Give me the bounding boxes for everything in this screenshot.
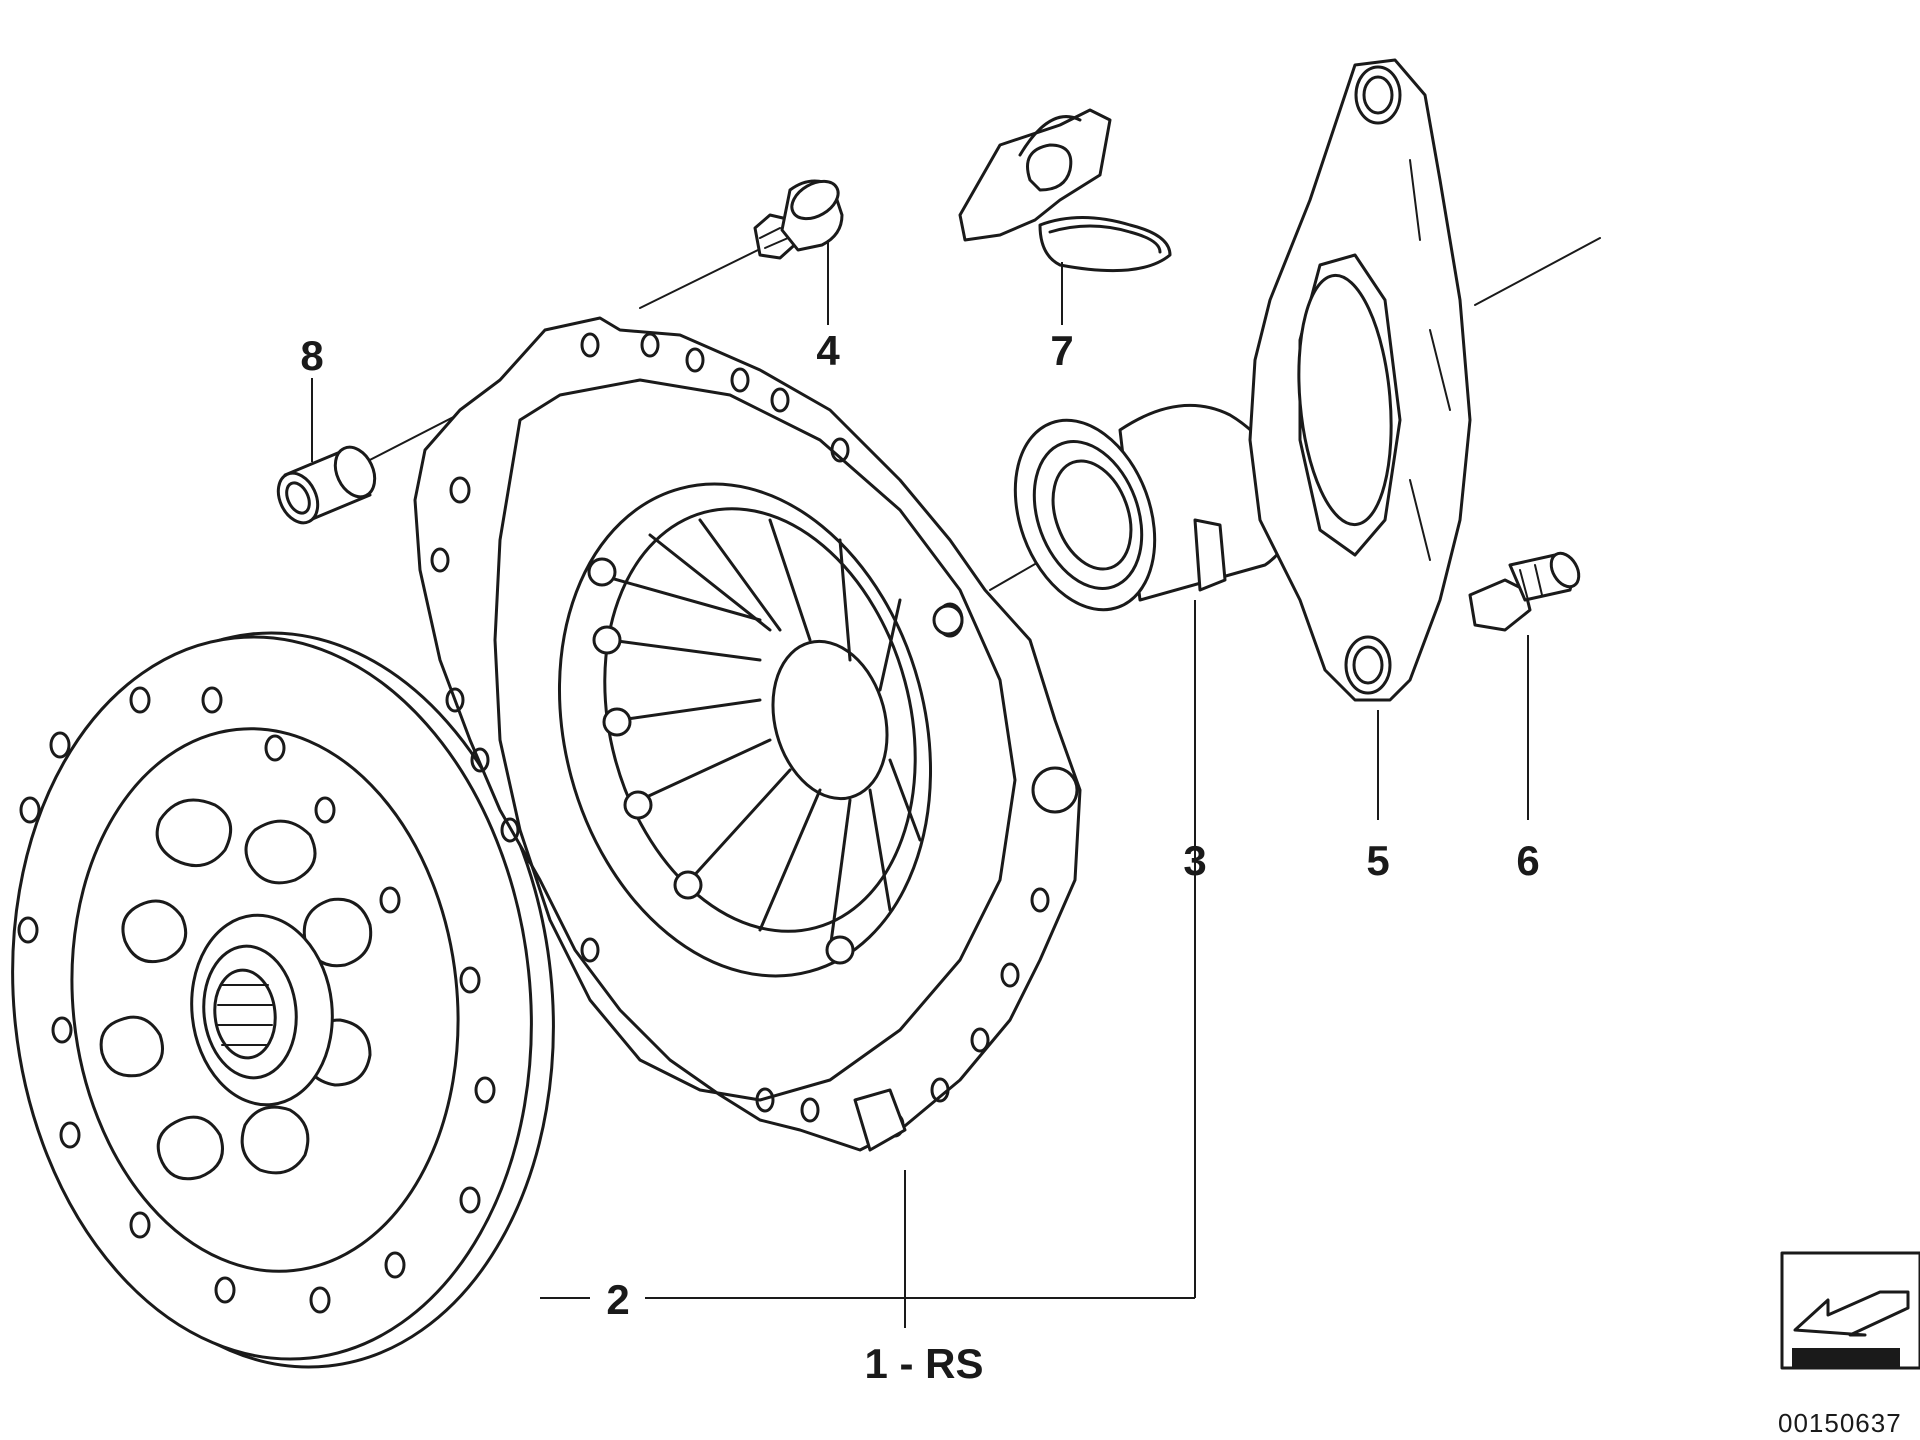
callout-3: 3: [1183, 837, 1206, 884]
direction-arrow-icon: [1780, 1251, 1920, 1370]
bolt: [753, 179, 844, 260]
guide-pin: [1468, 551, 1581, 632]
disc-rivet-holes: [17, 686, 496, 1314]
callout-8: 8: [300, 332, 323, 379]
diaphragm-fingers: [598, 518, 922, 952]
pressure-plate: [413, 316, 1082, 1152]
leader-lines: [311, 240, 1529, 1328]
callout-6: 6: [1516, 837, 1539, 884]
disc-hub: [190, 913, 334, 1107]
dowel-bushing: [276, 445, 377, 525]
cover-bolt-holes: [430, 332, 1050, 1138]
callout-2: 2: [606, 1276, 629, 1323]
callout-5: 5: [1366, 837, 1389, 884]
retaining-clip: [958, 108, 1172, 273]
release-bearing: [1013, 403, 1293, 612]
callout-7: 7: [1050, 327, 1073, 374]
callout-labels: 8 4 7 3 5 6 2 1 - RS: [300, 327, 1539, 1387]
callout-1-rs: 1 - RS: [864, 1340, 983, 1387]
diaphragm-finger-tips: [587, 557, 855, 965]
disc-damper-springs: [99, 798, 373, 1181]
guide-plate: [1248, 58, 1472, 702]
callout-4: 4: [816, 327, 840, 374]
image-code: 00150637: [1778, 1408, 1902, 1438]
clutch-disc: [11, 631, 555, 1369]
